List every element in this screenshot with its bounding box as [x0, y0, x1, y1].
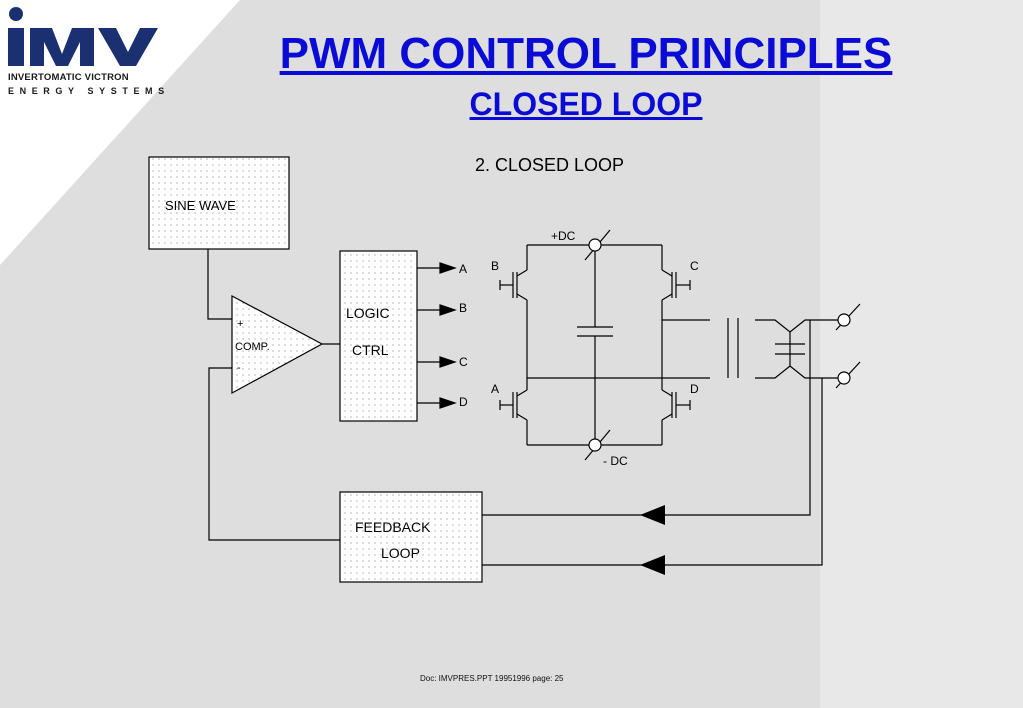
logo-company-line: INVERTOMATIC VICTRON: [8, 72, 129, 83]
comparator-plus-label: +: [237, 318, 243, 330]
feedback-loop-block: [339, 491, 483, 583]
logic-ctrl-block: [339, 250, 418, 422]
comparator-triangle: [231, 295, 324, 395]
sine-wave-block: [148, 156, 290, 250]
feedback-label-line1: FEEDBACK: [355, 519, 431, 535]
logic-output-b-label: B: [459, 301, 467, 315]
control-wiring: [207, 249, 340, 541]
switch-a-label: A: [491, 382, 499, 396]
page-subtitle: CLOSED LOOP: [469, 86, 703, 122]
comparator-label: COMP.: [235, 341, 270, 353]
logic-label-line2: CTRL: [352, 342, 389, 358]
logic-output-d-label: D: [459, 395, 468, 409]
switch-d-label: D: [690, 382, 699, 396]
switch-b-label: B: [491, 259, 499, 273]
logic-label-line1: LOGIC: [346, 305, 390, 321]
dc-minus-label: - DC: [603, 454, 628, 468]
sine-wave-label: SINE WAVE: [165, 198, 236, 213]
h-bridge: [482, 229, 861, 566]
doc-footer: Doc: IMVPRES.PPT 19951996 page: 25: [420, 674, 564, 683]
logo-tagline: ENERGY SYSTEMS: [8, 86, 170, 96]
logic-output-a-label: A: [459, 262, 467, 276]
logic-output-arrows: [417, 262, 457, 409]
dc-terminals: [588, 238, 851, 452]
diagram-heading: 2. CLOSED LOOP: [475, 155, 624, 175]
logic-output-c-label: C: [459, 355, 468, 369]
feedback-label-line2: LOOP: [381, 545, 420, 561]
switch-c-label: C: [690, 259, 699, 273]
imv-logo: [8, 7, 158, 66]
dc-plus-label: +DC: [551, 229, 576, 243]
page-title: PWM CONTROL PRINCIPLES: [279, 29, 893, 78]
feedback-arrows: [640, 505, 665, 575]
comparator-minus-label: -: [237, 362, 241, 374]
